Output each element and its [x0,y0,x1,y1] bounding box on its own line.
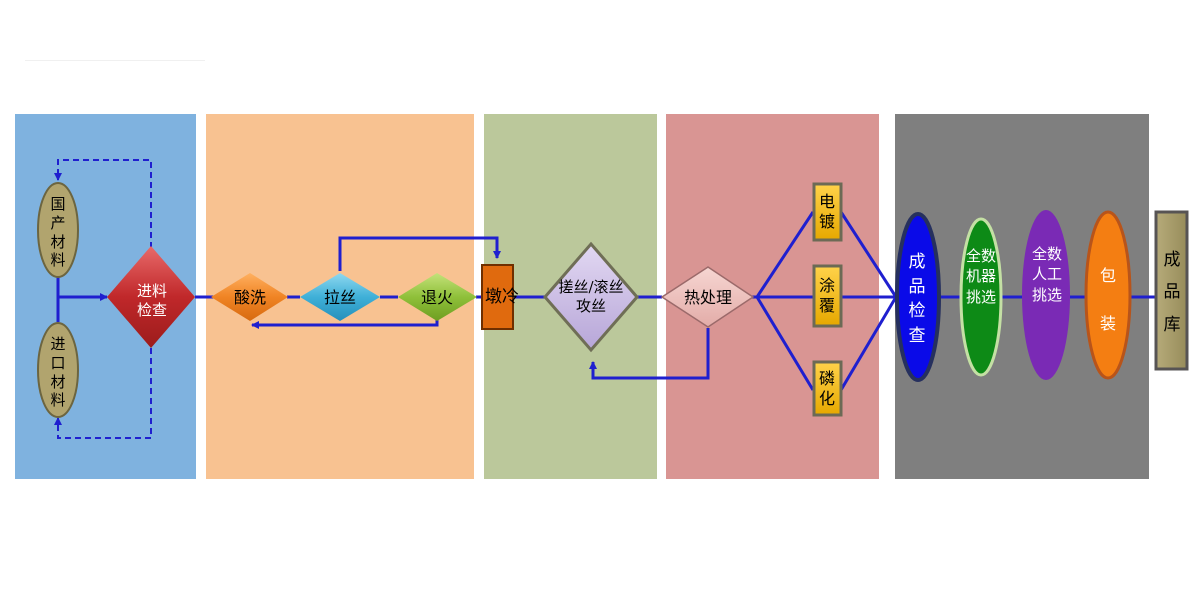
wire-drawing-node [300,273,380,321]
final-inspection-label: 成品检查 [908,252,926,346]
domestic-material-label: 国产材料 [50,195,66,270]
pickling-label: 酸洗 [233,288,266,307]
coating-label: 涂覆 [818,276,835,315]
incoming-inspection-node [107,246,195,348]
manual-sorting-node [1022,210,1070,380]
finished-warehouse-node [1154,210,1189,371]
domestic-material-node [37,182,79,278]
electroplating-label: 电镀 [818,192,835,231]
top-rule [25,60,205,61]
manual-sorting-label: 全数人工挑选 [1031,245,1062,304]
flow-connectors [56,211,1156,391]
imported-material-label: 进口材料 [50,335,66,410]
finished-warehouse-label: 成品库 [1163,250,1181,335]
packaging-node [1084,210,1132,380]
annealing-node [398,273,477,321]
imported-material-node [37,322,79,418]
pickling-node [211,273,288,321]
annealing-label: 退火 [420,288,453,307]
phosphating-label: 磷化 [818,369,835,408]
machine-sorting-label: 全数机器挑选 [965,247,996,306]
heat-treatment-label: 热处理 [683,288,732,307]
incoming-inspection-label: 进料检查 [136,282,167,319]
cold-heading-node [481,264,514,330]
final-inspection-node [895,212,941,382]
phosphating-node [812,360,843,417]
thread-rolling-label: 搓丝/滚丝攻丝 [558,278,624,315]
machine-sorting-node [959,217,1003,377]
dashed-return-lines [54,159,152,439]
thread-rolling-node [543,241,639,353]
cold-heading-label: 墩冷 [485,287,519,307]
packaging-label: 包装 [1099,266,1116,333]
heat-treatment-node [660,266,755,328]
wire-drawing-label: 拉丝 [323,288,356,307]
coating-node [812,264,843,328]
electroplating-node [812,182,843,242]
